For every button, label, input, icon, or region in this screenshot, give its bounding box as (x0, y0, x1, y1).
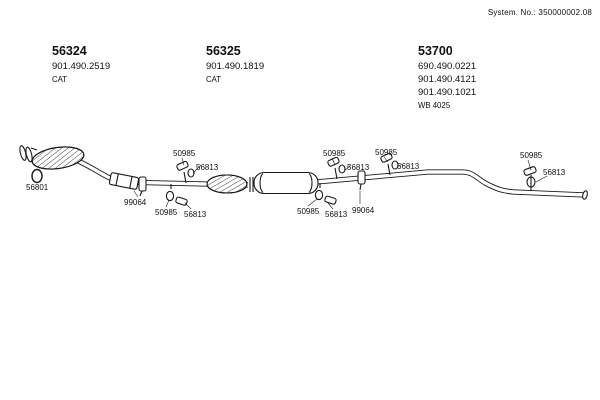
callout-bracket: 56813 (397, 162, 420, 171)
part-number: 901.490.4121 (418, 74, 477, 85)
muffler (253, 171, 319, 195)
callout-hanger: 50985 (375, 148, 398, 157)
hanger-icon (176, 160, 195, 184)
hanger-icon (314, 183, 337, 205)
clamp-icon (138, 176, 147, 197)
resonator (206, 174, 248, 194)
tailpipe-end (582, 190, 588, 200)
part-group-id: 53700 (418, 44, 453, 58)
part-number: 901.490.1021 (418, 87, 477, 98)
callout-clamp-left: 99064 (124, 198, 147, 207)
part-number: 901.490.1819 (206, 61, 265, 72)
part-group-id: 56325 (206, 44, 241, 58)
callout-hanger: 50985 (155, 208, 178, 217)
flex-joint (108, 172, 140, 190)
callout-bracket: 56813 (325, 210, 348, 219)
callout-hanger: 50985 (297, 207, 320, 216)
callout-hanger: 50985 (173, 149, 196, 158)
part-group-56324: 56324 901.490.2519 CAT (52, 44, 110, 86)
part-group-note: WB 4025 (418, 101, 451, 110)
hanger-icon (327, 156, 346, 180)
part-group-note: CAT (52, 75, 68, 84)
callout-bracket: 56813 (196, 163, 219, 172)
gasket-ring (31, 168, 43, 184)
hanger-icon (165, 184, 188, 206)
muffler-flange (249, 177, 254, 192)
inlet-flange (19, 145, 33, 163)
callout-bracket: 56813 (543, 168, 566, 177)
part-group-53700: 53700 690.490.0221 901.490.4121 901.490.… (418, 44, 476, 112)
hanger-icon (380, 152, 399, 176)
callout-hanger: 50985 (323, 149, 346, 158)
leader-lines (133, 156, 548, 210)
part-group-56325: 56325 901.490.1819 CAT (206, 44, 264, 86)
system-number: System. No.: 350000002.08 (487, 8, 592, 17)
part-number: 690.490.0221 (418, 61, 477, 72)
part-group-note: CAT (206, 75, 222, 84)
part-group-id: 56324 (52, 44, 87, 58)
callout-hanger: 50985 (520, 151, 543, 160)
part-number: 901.490.2519 (52, 61, 111, 72)
callout-bracket: 56813 (347, 163, 370, 172)
callout-bracket: 56813 (184, 210, 207, 219)
catalytic-converter (30, 146, 85, 170)
callout-clamp-right: 99064 (352, 206, 375, 215)
clamp-icon (357, 170, 366, 191)
callout-gasket: 56801 (26, 183, 49, 192)
hanger-icon (523, 166, 537, 191)
